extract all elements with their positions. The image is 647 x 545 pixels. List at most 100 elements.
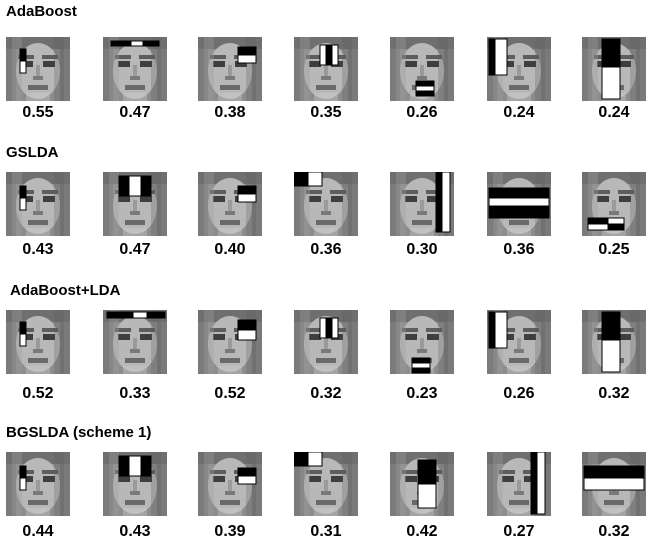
feature-thumbnail xyxy=(294,310,358,374)
feature-thumbnail xyxy=(487,452,551,516)
haar-black-region xyxy=(325,44,333,66)
haar-white-region xyxy=(237,54,257,64)
haar-white-region xyxy=(411,362,431,369)
haar-black-region xyxy=(237,185,257,195)
feature-value: 0.40 xyxy=(214,241,246,258)
haar-feature xyxy=(435,172,451,233)
haar-white-region xyxy=(130,40,144,47)
haar-feature xyxy=(488,38,508,76)
haar-black-region xyxy=(237,319,257,331)
haar-feature xyxy=(19,48,27,74)
haar-feature xyxy=(415,80,435,97)
haar-feature xyxy=(294,452,323,467)
haar-black-region xyxy=(488,38,496,76)
feature-thumbnail xyxy=(198,310,262,374)
haar-feature xyxy=(19,185,27,211)
feature-thumbnail xyxy=(6,452,70,516)
haar-white-region xyxy=(19,60,27,74)
haar-white-region xyxy=(128,175,142,197)
haar-white-region xyxy=(415,85,435,92)
haar-black-region xyxy=(601,38,621,68)
haar-feature xyxy=(19,465,27,491)
feature-value: 0.32 xyxy=(310,385,342,402)
feature-value: 0.35 xyxy=(310,104,342,121)
haar-black-region xyxy=(435,172,443,233)
feature-thumbnail xyxy=(198,37,262,101)
feature-value: 0.26 xyxy=(406,104,438,121)
haar-white-region xyxy=(132,311,148,319)
haar-feature xyxy=(587,217,625,231)
haar-black-region xyxy=(583,465,645,479)
haar-white-region xyxy=(237,329,257,341)
haar-feature xyxy=(601,311,621,373)
feature-thumbnail xyxy=(198,172,262,236)
haar-black-region xyxy=(488,205,550,219)
haar-black-region xyxy=(411,357,431,364)
feature-value: 0.23 xyxy=(406,385,438,402)
section-title-gslda: GSLDA xyxy=(6,144,59,161)
feature-value: 0.31 xyxy=(310,523,342,540)
feature-thumbnail xyxy=(103,310,167,374)
haar-feature xyxy=(417,459,437,509)
feature-value: 0.32 xyxy=(598,385,630,402)
feature-value: 0.38 xyxy=(214,104,246,121)
haar-black-region xyxy=(118,455,130,477)
feature-value: 0.32 xyxy=(598,523,630,540)
feature-value: 0.36 xyxy=(503,241,535,258)
feature-thumbnail xyxy=(487,310,551,374)
haar-black-region xyxy=(607,223,625,231)
feature-thumbnail xyxy=(103,452,167,516)
feature-thumbnail xyxy=(390,37,454,101)
haar-white-region xyxy=(417,483,437,509)
haar-black-region xyxy=(19,465,27,479)
feature-thumbnail xyxy=(103,172,167,236)
feature-value: 0.27 xyxy=(503,523,535,540)
section-title-adaboost: AdaBoost xyxy=(6,3,77,20)
haar-feature xyxy=(237,467,257,485)
feature-thumbnail xyxy=(294,172,358,236)
haar-feature xyxy=(488,187,550,219)
haar-white-region xyxy=(601,66,621,100)
haar-white-region xyxy=(19,333,27,347)
feature-value: 0.33 xyxy=(119,385,151,402)
haar-feature xyxy=(237,185,257,203)
haar-feature xyxy=(583,465,645,491)
haar-black-region xyxy=(146,311,166,319)
haar-black-region xyxy=(118,175,130,197)
feature-thumbnail xyxy=(390,452,454,516)
haar-feature xyxy=(411,357,431,374)
haar-white-region xyxy=(307,452,323,467)
feature-value: 0.25 xyxy=(598,241,630,258)
haar-feature xyxy=(237,46,257,64)
haar-black-region xyxy=(417,459,437,485)
haar-white-region xyxy=(331,44,339,66)
feature-value: 0.47 xyxy=(119,104,151,121)
haar-feature xyxy=(601,38,621,100)
haar-white-region xyxy=(536,452,546,515)
feature-value: 0.52 xyxy=(214,385,246,402)
haar-feature xyxy=(237,319,257,341)
haar-white-region xyxy=(441,172,451,233)
feature-value: 0.24 xyxy=(598,104,630,121)
haar-feature xyxy=(530,452,546,515)
feature-thumbnail xyxy=(6,310,70,374)
haar-feature xyxy=(19,321,27,347)
haar-black-region xyxy=(19,321,27,335)
haar-black-region xyxy=(142,40,160,47)
feature-thumbnail xyxy=(294,37,358,101)
feature-value: 0.42 xyxy=(406,523,438,540)
haar-feature xyxy=(118,175,152,197)
haar-black-region xyxy=(601,311,621,341)
feature-thumbnail xyxy=(198,452,262,516)
haar-white-region xyxy=(494,311,508,349)
haar-white-region xyxy=(601,339,621,373)
haar-black-region xyxy=(110,40,132,47)
haar-black-region xyxy=(415,90,435,97)
haar-white-region xyxy=(319,44,327,66)
feature-thumbnail xyxy=(390,310,454,374)
haar-black-region xyxy=(237,467,257,477)
feature-thumbnail xyxy=(582,452,646,516)
haar-black-region xyxy=(415,80,435,87)
feature-value: 0.44 xyxy=(22,523,54,540)
feature-thumbnail xyxy=(390,172,454,236)
